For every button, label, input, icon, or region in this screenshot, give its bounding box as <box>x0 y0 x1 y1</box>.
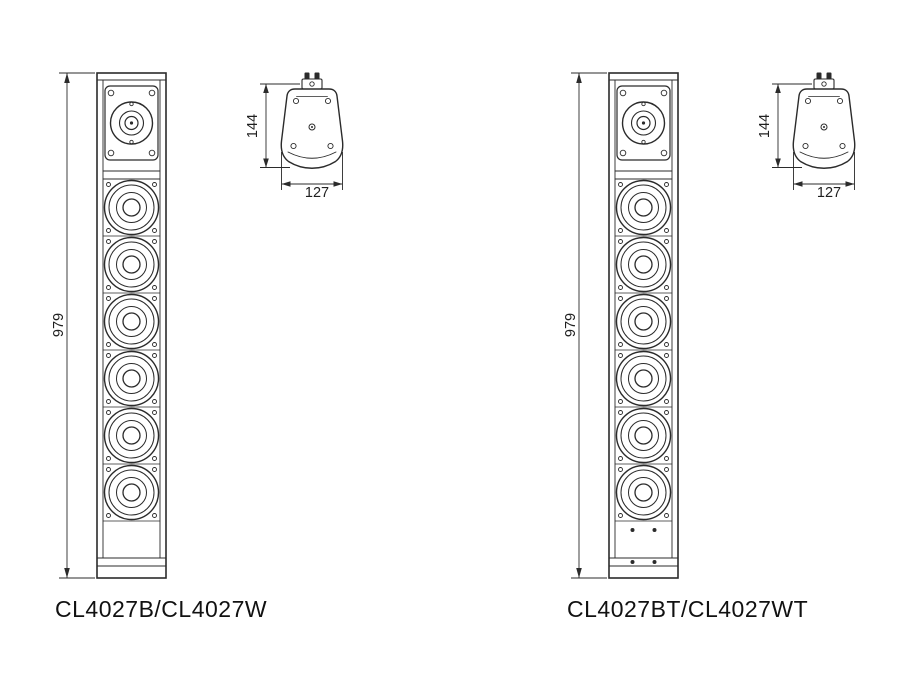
height-dimension-label: 979 <box>563 313 579 337</box>
model-label: CL4027BT/CL4027WT <box>567 596 808 622</box>
depth-dimension: 144 <box>757 83 812 168</box>
width-dimension: 127 <box>793 152 855 201</box>
depth-dimension: 144 <box>245 83 300 168</box>
model-label: CL4027B/CL4027W <box>55 596 267 622</box>
width-dimension: 127 <box>281 152 343 201</box>
speaker-group-cl4027b: 979 144 127 CL4027B/CL4027W <box>51 71 344 622</box>
width-dimension-label: 127 <box>305 185 329 201</box>
top-view <box>280 71 344 169</box>
top-view <box>792 71 856 169</box>
depth-dimension-label: 144 <box>757 114 773 138</box>
front-view <box>97 73 166 578</box>
width-dimension-label: 127 <box>817 185 841 201</box>
front-view <box>609 73 678 578</box>
speaker-group-cl4027bt: 979 144 127 CL4027BT/CL4027WT <box>563 71 856 622</box>
bottom-holes <box>630 528 657 564</box>
depth-dimension-label: 144 <box>245 114 261 138</box>
height-dimension-label: 979 <box>51 313 67 337</box>
height-dimension: 979 <box>51 72 95 579</box>
height-dimension: 979 <box>563 72 607 579</box>
